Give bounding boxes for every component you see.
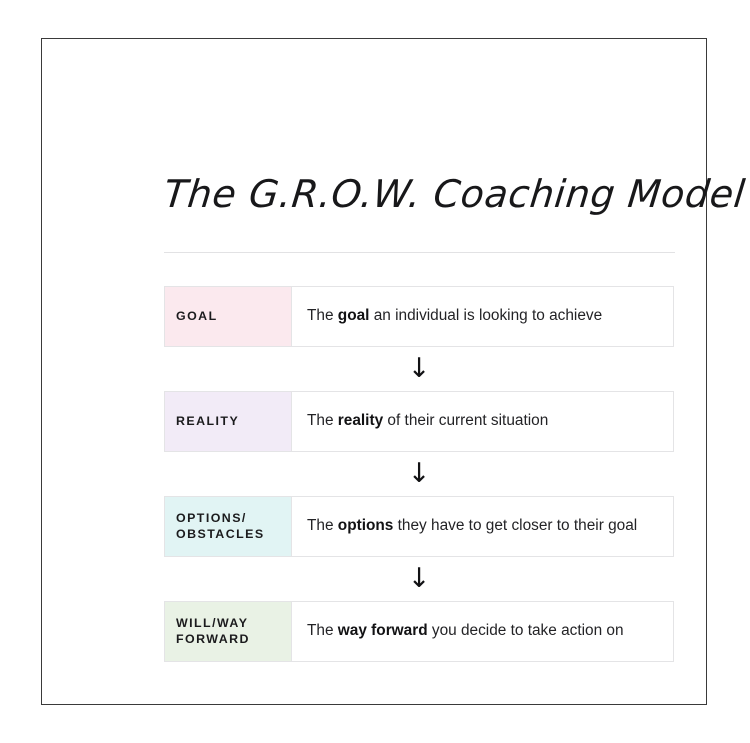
row-label-text: REALITY xyxy=(176,413,240,428)
desc-suffix: you decide to take action on xyxy=(427,622,624,640)
row-description-text: The way forward you decide to take actio… xyxy=(307,621,624,642)
connector-arrow-2: ↓ xyxy=(164,452,674,496)
table-row: OPTIONS/ OBSTACLES The options they have… xyxy=(164,496,674,557)
row-description-text: The options they have to get closer to t… xyxy=(307,516,637,537)
row-description-text: The goal an individual is looking to ach… xyxy=(307,306,602,327)
row-label-cell-goal: GOAL xyxy=(165,287,292,346)
row-label-text: OPTIONS/ OBSTACLES xyxy=(176,510,265,541)
title-divider xyxy=(164,252,675,253)
row-label-cell-reality: REALITY xyxy=(165,392,292,451)
desc-keyword: way forward xyxy=(337,622,428,640)
desc-keyword: options xyxy=(337,517,394,535)
connector-arrow-3: ↓ xyxy=(164,557,674,601)
page-title: The G.R.O.W. Coaching Model xyxy=(161,172,748,217)
down-arrow-icon: ↓ xyxy=(407,562,431,594)
desc-keyword: goal xyxy=(337,307,370,325)
table-row: REALITY The reality of their current sit… xyxy=(164,391,674,452)
desc-keyword: reality xyxy=(337,412,384,430)
row-description-cell-options-obstacles: The options they have to get closer to t… xyxy=(292,497,673,556)
down-arrow-icon: ↓ xyxy=(407,457,431,489)
desc-prefix: The xyxy=(307,517,338,535)
row-description-cell-goal: The goal an individual is looking to ach… xyxy=(292,287,673,346)
poster-frame: The G.R.O.W. Coaching Model GOAL The goa… xyxy=(41,38,748,705)
desc-suffix: of their current situation xyxy=(383,412,549,430)
desc-suffix: an individual is looking to achieve xyxy=(369,307,603,325)
down-arrow-icon: ↓ xyxy=(407,352,431,384)
row-description-cell-will-way-forward: The way forward you decide to take actio… xyxy=(292,602,673,661)
desc-prefix: The xyxy=(307,412,338,430)
desc-prefix: The xyxy=(307,622,338,640)
desc-prefix: The xyxy=(307,307,338,325)
grow-model-table: GOAL The goal an individual is looking t… xyxy=(164,286,674,662)
table-row: WILL/WAY FORWARD The way forward you dec… xyxy=(164,601,674,662)
desc-suffix: they have to get closer to their goal xyxy=(393,517,638,535)
row-label-cell-will-way-forward: WILL/WAY FORWARD xyxy=(165,602,292,661)
table-row: GOAL The goal an individual is looking t… xyxy=(164,286,674,347)
row-label-text: GOAL xyxy=(176,308,218,323)
row-label-cell-options-obstacles: OPTIONS/ OBSTACLES xyxy=(165,497,292,556)
row-description-cell-reality: The reality of their current situation xyxy=(292,392,673,451)
connector-arrow-1: ↓ xyxy=(164,347,674,391)
row-description-text: The reality of their current situation xyxy=(307,411,548,432)
row-label-text: WILL/WAY FORWARD xyxy=(176,615,250,646)
